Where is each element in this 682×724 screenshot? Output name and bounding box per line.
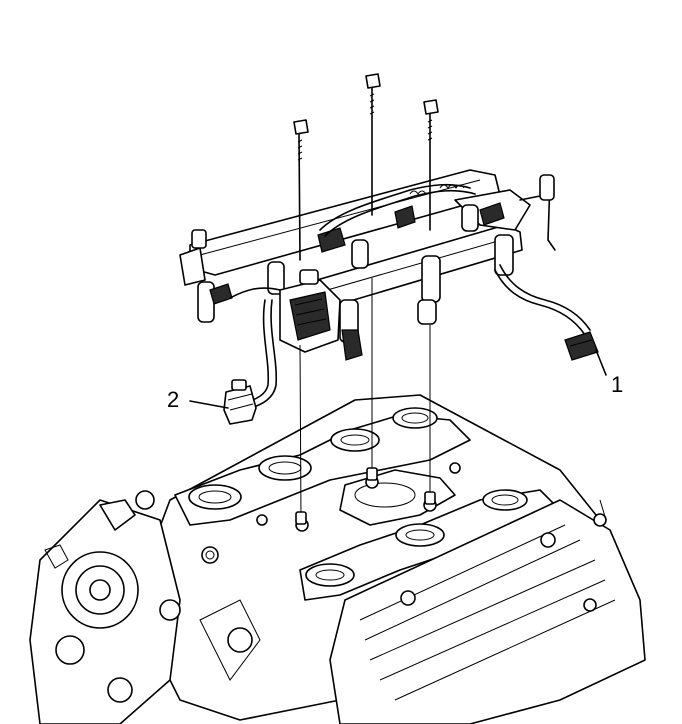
leader-lines [189,349,607,409]
intake-manifold [139,394,601,721]
bolt-left [293,119,309,261]
alignment-lines [295,278,436,525]
callout-1-label: 1 [611,372,624,397]
callout-2-label: 2 [167,387,180,412]
leader-line-1 [595,349,607,376]
accessory-pulley [29,490,261,724]
leader-line-2 [189,400,229,409]
harness-connector-2 [223,379,257,425]
bolt-right [423,99,439,231]
fuel-pressure-module [279,269,341,353]
valve-cover [329,499,646,724]
fuel-rail-assembly [179,169,556,361]
bolt-center [365,73,381,216]
harness-connector-1 [564,331,599,361]
injector-wiring-harness [229,183,591,409]
fuel-rail-bolts [293,73,439,261]
